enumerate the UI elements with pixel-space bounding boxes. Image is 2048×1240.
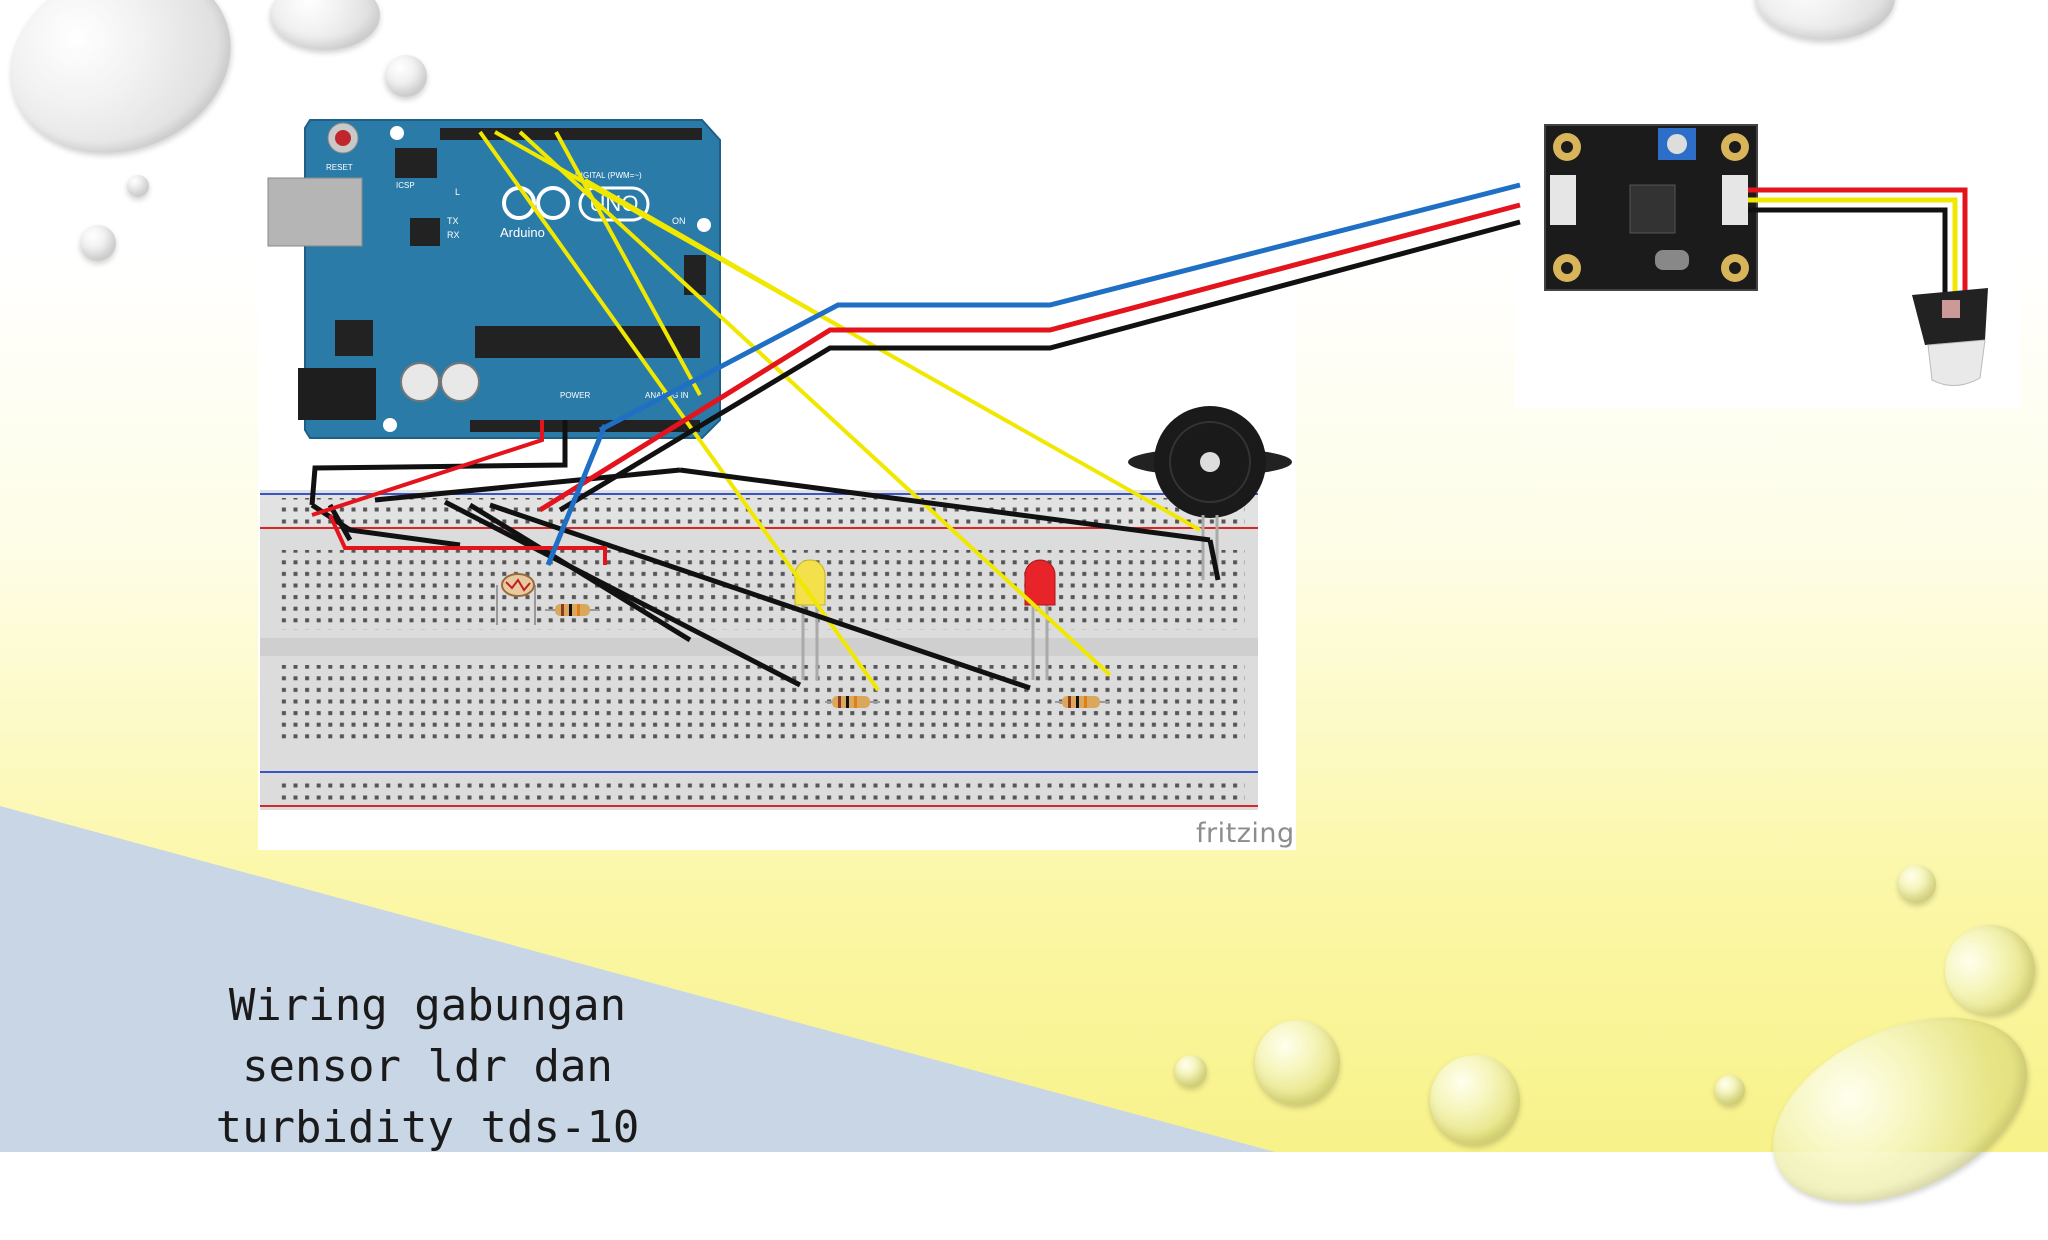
water-drop-decoration <box>1715 1075 1745 1105</box>
red-led <box>1024 559 1056 680</box>
microcontroller-chip <box>475 326 700 358</box>
resistor <box>1055 696 1110 708</box>
power-jack <box>298 368 376 420</box>
turbidity-sensor-module <box>1544 124 1758 291</box>
reset-button <box>335 130 351 146</box>
corner-triangle-shape <box>0 806 1275 1152</box>
water-drop-decoration <box>80 225 116 261</box>
black-wires <box>309 420 1221 691</box>
water-drop-decoration <box>1175 1055 1207 1087</box>
arduino-brand-text: Arduino <box>500 225 545 240</box>
icsp-label: ICSP <box>396 181 415 190</box>
usb-connector <box>267 177 363 247</box>
water-drop-decoration <box>1430 1055 1520 1145</box>
red-wires <box>311 420 607 565</box>
water-drop-decoration <box>385 55 427 97</box>
resistor <box>545 604 600 616</box>
caption-line: turbidity tds-10 <box>215 1102 640 1153</box>
sensor-cable <box>538 182 1521 566</box>
slide-caption: Wiring gabungan sensor ldr dan turbidity… <box>165 975 690 1158</box>
wiring-diagram: UNO Arduino RESET ICSP DIGITAL (PWM=~) P… <box>260 119 1988 810</box>
power-analog-header <box>470 420 700 432</box>
l-label: L <box>455 187 460 197</box>
turbidity-probe <box>1912 288 1988 386</box>
arduino-uno-board: UNO Arduino RESET ICSP DIGITAL (PWM=~) P… <box>267 119 721 439</box>
sensor-probe-cable <box>1748 187 1968 310</box>
resistor <box>825 696 880 708</box>
tx-label: TX <box>447 216 459 226</box>
reset-label: RESET <box>326 163 353 172</box>
ldr-sensor <box>496 573 536 625</box>
water-drop-decoration <box>1898 865 1936 903</box>
yellow-led <box>794 559 826 680</box>
caption-line: sensor ldr dan <box>242 1041 613 1092</box>
rx-label: RX <box>447 230 460 240</box>
digital-label: DIGITAL (PWM=~) <box>575 171 642 180</box>
power-label: POWER <box>560 391 590 400</box>
yellow-wires <box>478 130 1201 692</box>
caption-line: Wiring gabungan <box>228 980 627 1031</box>
fritzing-watermark: fritzing <box>1196 818 1295 849</box>
on-label: ON <box>672 216 686 226</box>
water-drop-decoration <box>1255 1020 1340 1105</box>
water-drop-decoration <box>127 175 149 197</box>
